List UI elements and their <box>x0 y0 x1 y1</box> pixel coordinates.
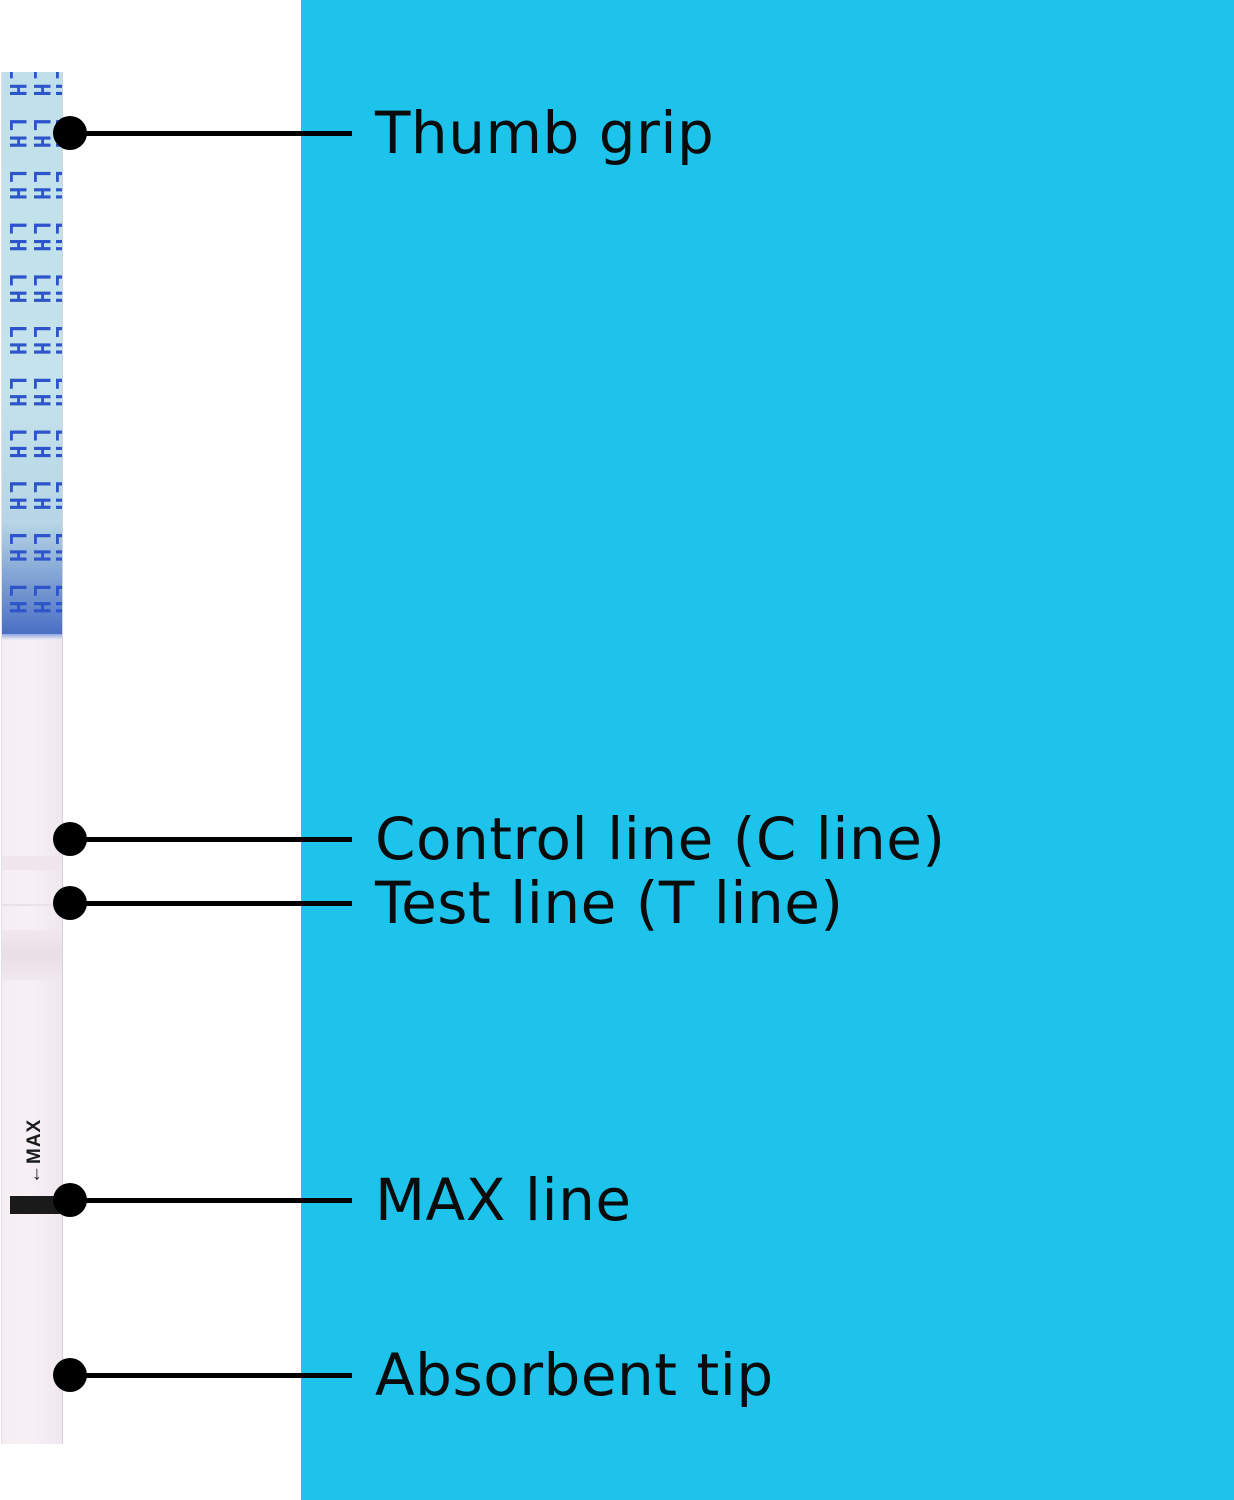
callout-leader-line <box>70 836 352 842</box>
grip-print-column: LH LH LH LH LH LH LH LH LH LH LH LH LH L… <box>4 72 29 634</box>
thumb-grip-area <box>2 72 62 634</box>
callout-label: Test line (T line) <box>375 869 844 937</box>
blue-background-panel <box>301 0 1234 1500</box>
grip-print-pattern: LH LH LH LH LH LH LH LH LH LH LH LH LH L… <box>2 72 62 634</box>
max-line-bar <box>10 1196 60 1214</box>
grip-edge <box>2 634 62 640</box>
callout-leader-line <box>70 1372 352 1378</box>
callout-leader-line <box>70 1197 352 1203</box>
callout-label: MAX line <box>375 1166 632 1234</box>
callout-label: Thumb grip <box>375 99 715 167</box>
callout-label: Control line (C line) <box>375 805 946 873</box>
ovulation-test-strip: LH LH LH LH LH LH LH LH LH LH LH LH LH L… <box>2 72 62 1444</box>
test-line-band <box>2 930 62 980</box>
control-line-band <box>2 856 62 870</box>
grip-print-column: LH LH LH LH LH LH LH LH LH LH LH LH LH L… <box>28 72 53 634</box>
callout-label: Absorbent tip <box>375 1341 774 1409</box>
strip-divider <box>2 904 62 906</box>
grip-print-column: LH LH LH LH LH LH LH LH LH LH LH LH LH L… <box>50 72 62 634</box>
max-marking: ←MAX <box>24 1118 45 1184</box>
callout-leader-line <box>70 130 352 136</box>
callout-leader-line <box>70 900 352 906</box>
